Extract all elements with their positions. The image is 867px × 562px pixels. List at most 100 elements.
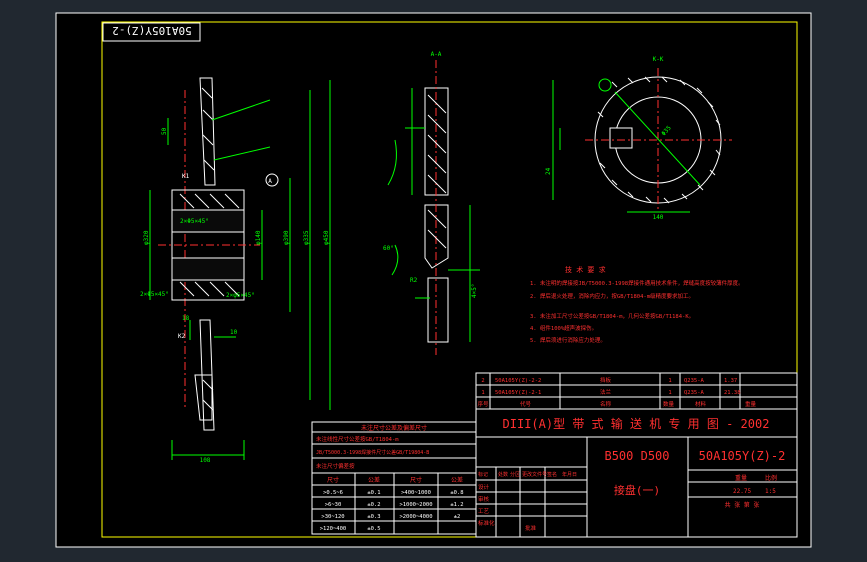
tol-cell: >120~400 bbox=[320, 526, 347, 532]
tech-note-3: 3. 未注加工尺寸公差按GB/T1804-m，几何公差按GB/T1184-K。 bbox=[530, 312, 694, 320]
scale-value: 1:5 bbox=[765, 488, 776, 495]
part-code-label: 50A105Y(Z)-2 bbox=[699, 449, 786, 463]
sign-design: 设计 bbox=[478, 483, 490, 491]
part-qty: 1 bbox=[668, 390, 671, 396]
tol-note-3: 未注尺寸偏差按 bbox=[316, 462, 355, 470]
dim-chamfer-1: 2×Φ5×45° bbox=[180, 218, 209, 225]
tech-note-2: 2. 焊后退火处理，消除内应力，按GB/T1804-m级精度要求加工。 bbox=[530, 292, 694, 300]
part-mat: Q235-A bbox=[684, 390, 705, 396]
part-weight: 21.38 bbox=[724, 390, 741, 396]
dim-width: 108 bbox=[200, 457, 211, 464]
sign-process: 工艺 bbox=[478, 508, 490, 515]
tol-cell: ±0.1 bbox=[367, 490, 380, 496]
detail-view-dimensions bbox=[387, 88, 480, 342]
tol-cell: ±0.8 bbox=[450, 490, 463, 496]
part-name: 挡板 bbox=[600, 376, 612, 384]
tol-cell: ±1.2 bbox=[450, 502, 463, 508]
tol-rows: >0.5~6 ±0.1 >400~1000 ±0.8 >6~30 ±0.2 >1… bbox=[320, 490, 464, 532]
dim-60deg: 60° bbox=[383, 245, 394, 252]
sign-rows: 设计 审核 工艺 标准化 批准 bbox=[478, 483, 537, 532]
tech-note-5: 5. 焊后须进行消除应力处理。 bbox=[530, 336, 606, 344]
dim-d2: φ390 bbox=[283, 230, 290, 245]
dim-d5: φ140 bbox=[255, 230, 262, 245]
drawing-sheet bbox=[55, 12, 812, 548]
weight-value: 22.75 bbox=[733, 488, 751, 495]
tol-note-2: JB/T5000.3-1998焊接件尺寸公差GB/T19804-B bbox=[316, 449, 429, 456]
parts-h3: 数量 bbox=[663, 400, 675, 408]
detail-view-middle bbox=[424, 60, 449, 355]
drawing-title: DIII(A)型 带 式 输 送 机 专 用 图 - 2002 bbox=[503, 416, 770, 431]
tech-title: 技 术 要 求 bbox=[565, 265, 606, 274]
dim-w2: 10 bbox=[230, 329, 238, 336]
tol-cell: >6~30 bbox=[325, 502, 342, 508]
mirrored-code-box bbox=[102, 22, 201, 42]
rev-label: 更改文件号 bbox=[522, 471, 547, 478]
spec-label: B500 D500 bbox=[604, 449, 669, 463]
sign-review: 审核 bbox=[478, 495, 490, 503]
part-no: 1 bbox=[481, 390, 484, 396]
part-mat: Q235-A bbox=[684, 378, 705, 384]
tol-cell: ±0.3 bbox=[367, 514, 380, 520]
tol-header-row: 尺寸 公差 尺寸 公差 bbox=[327, 476, 463, 484]
dim-d4: φ450 bbox=[323, 230, 330, 245]
sign-standard: 标准化 bbox=[478, 519, 495, 527]
label-kk: K-K bbox=[653, 56, 664, 63]
tol-h0: 尺寸 bbox=[327, 476, 339, 484]
dim-w3: 18 bbox=[182, 315, 190, 322]
tol-cell: >0.5~6 bbox=[323, 490, 343, 496]
tol-h2: 尺寸 bbox=[410, 476, 422, 484]
dim-chamfer-3: 2×φ5×45° bbox=[226, 292, 255, 299]
label-aa: A-A bbox=[431, 51, 442, 58]
label-k1: K1 bbox=[182, 173, 190, 180]
tech-note-4: 4. 组件100%超声波探伤。 bbox=[530, 324, 597, 332]
parts-list: 2 50A105Y(Z)-2-2 挡板 1 Q235-A 1.37 1 50A1… bbox=[477, 376, 756, 408]
label-k2: K2 bbox=[178, 333, 186, 340]
datum-a: A bbox=[268, 178, 272, 185]
tol-h3: 公差 bbox=[451, 476, 463, 484]
scale-label: 比例 bbox=[765, 474, 777, 482]
rev-label: 签名 bbox=[547, 471, 557, 478]
dim-ka: 140 bbox=[653, 214, 664, 221]
part-no: 2 bbox=[481, 378, 484, 384]
tolerance-table bbox=[311, 421, 477, 535]
rev-label: 标记 bbox=[478, 471, 488, 478]
parts-h2: 名称 bbox=[600, 400, 612, 408]
inner-frame bbox=[101, 21, 798, 538]
title-block bbox=[475, 372, 798, 538]
sheet-label: 共 张 第 张 bbox=[725, 501, 760, 509]
rev-label: 处数 bbox=[498, 471, 508, 478]
dim-chamfer-2: 2×Φ5×45° bbox=[140, 291, 169, 298]
section-view-main bbox=[158, 77, 260, 431]
tol-title: 未注尺寸公差及偏差尺寸 bbox=[361, 424, 427, 432]
tech-note-1: 1. 未注明的焊接按JB/T5000.3-1998焊接件通用技术条件，焊缝高度按… bbox=[530, 279, 744, 287]
part-code: 50A105Y(Z)-2-2 bbox=[495, 378, 541, 384]
rev-label: 分区 bbox=[510, 471, 520, 478]
kk-ring-view bbox=[585, 68, 732, 212]
dim-r2: R2 bbox=[410, 277, 418, 284]
tol-cell: ±0.5 bbox=[367, 526, 380, 532]
dim-angle: 4×5° bbox=[471, 284, 478, 298]
revision-labels: 标记 处数 分区 更改文件号 签名 年月日 bbox=[478, 471, 577, 478]
part-name: 法兰 bbox=[600, 388, 612, 396]
parts-h4: 材料 bbox=[695, 400, 707, 408]
dim-d3: φ335 bbox=[303, 230, 310, 245]
part-qty: 1 bbox=[668, 378, 671, 384]
weight-label: 重量 bbox=[735, 474, 747, 482]
tol-note-1: 未注线性尺寸公差按GB/T1804-m bbox=[316, 435, 399, 443]
dim-kb: 24 bbox=[545, 167, 552, 175]
tol-cell: >30~120 bbox=[321, 514, 344, 520]
sign-approve: 批准 bbox=[525, 524, 537, 532]
parts-h0: 序号 bbox=[477, 400, 489, 408]
dim-w4: 50 bbox=[161, 127, 168, 135]
rev-label: 年月日 bbox=[562, 471, 577, 478]
part-code: 50A105Y(Z)-2-1 bbox=[495, 390, 541, 396]
part-weight: 1.37 bbox=[724, 378, 737, 384]
parts-h5: 重量 bbox=[745, 400, 757, 408]
tol-cell: ±0.2 bbox=[367, 502, 380, 508]
tech-notes: 技 术 要 求 1. 未注明的焊接按JB/T5000.3-1998焊接件通用技术… bbox=[530, 265, 744, 344]
section-view-dimensions bbox=[149, 80, 331, 460]
part-name-label: 接盘(一) bbox=[614, 483, 660, 497]
tol-cell: >1000~2000 bbox=[399, 502, 432, 508]
